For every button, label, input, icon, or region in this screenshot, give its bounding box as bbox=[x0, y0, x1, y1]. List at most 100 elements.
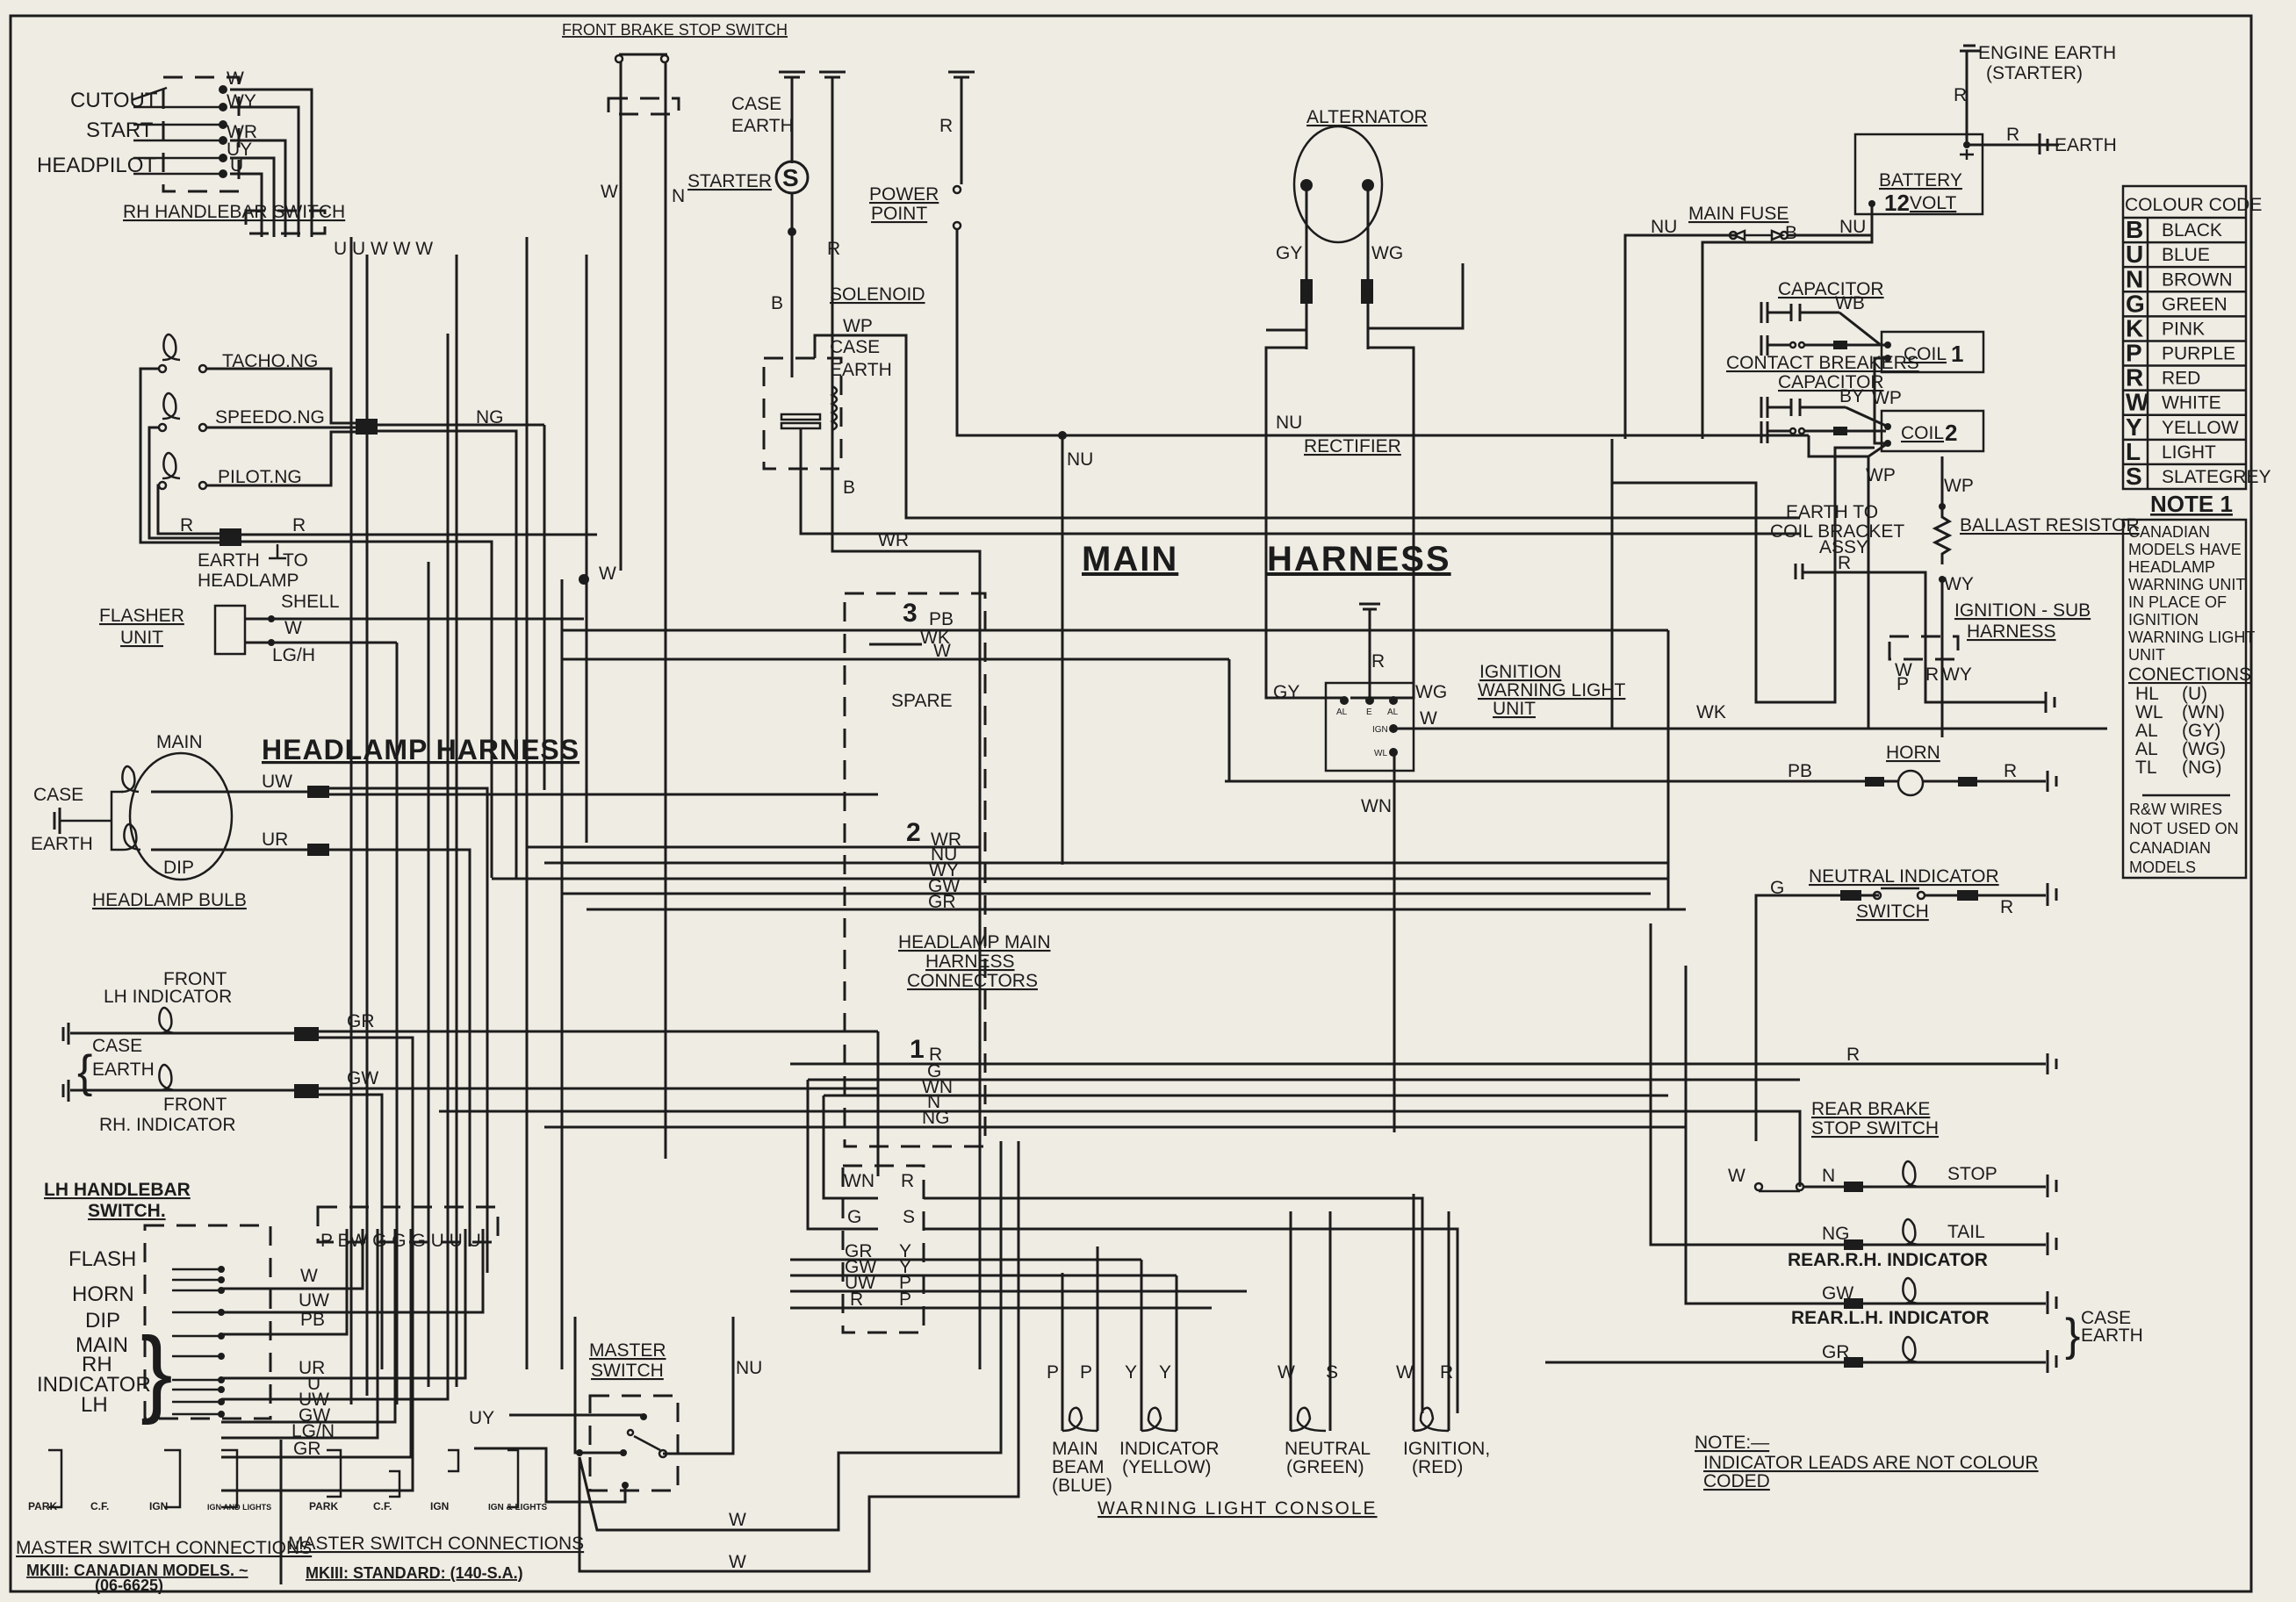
coil-bracket-label-2: COIL BRACKET bbox=[1770, 521, 1904, 542]
ballast-label: BALLAST RESISTOR bbox=[1960, 515, 2140, 535]
lh-wire-uw1: UW bbox=[299, 1290, 329, 1311]
wire-nu-main: NU bbox=[1067, 449, 1093, 470]
front-earth-2: EARTH bbox=[92, 1060, 155, 1080]
coil-2-label: COIL bbox=[1901, 423, 1944, 443]
speedo-wire-ng: NG bbox=[476, 407, 504, 427]
horn-wire-pb: PB bbox=[1788, 761, 1812, 781]
solenoid-wire-wp: WP bbox=[843, 316, 873, 336]
iwl-wire-r: R bbox=[1371, 651, 1385, 672]
colour-code-letter: U bbox=[2126, 241, 2143, 268]
harness-title: HARNESS bbox=[1267, 540, 1451, 578]
starter-earth-label: CASE bbox=[731, 94, 781, 114]
lh-brace: } bbox=[140, 1318, 173, 1426]
starter-motor: CASE EARTH S STARTER B R bbox=[687, 70, 846, 465]
master-wire-w1: W bbox=[729, 1510, 746, 1530]
cc-right-5: P bbox=[899, 1273, 911, 1293]
msc-standard-title: MASTER SWITCH CONNECTIONS bbox=[288, 1534, 584, 1554]
coil-1-number: 1 bbox=[1951, 341, 1963, 367]
lh-stack-gr: GR bbox=[293, 1439, 321, 1459]
colour-code-letter: S bbox=[2126, 463, 2142, 490]
starter-label: STARTER bbox=[687, 171, 772, 191]
connector-1-wire-1: R bbox=[929, 1045, 942, 1065]
colour-code-name: SLATEGREY bbox=[2162, 467, 2271, 487]
rear-lh-label: REAR.L.H. INDICATOR bbox=[1791, 1308, 1990, 1328]
ign-sub-wire-wp-2: P bbox=[1897, 674, 1909, 694]
note-1-line: WARNING UNIT bbox=[2128, 576, 2245, 593]
lh-pos-indicator: INDICATOR bbox=[37, 1373, 151, 1397]
lamp-main-wire-2: P bbox=[1080, 1362, 1092, 1383]
connector-1-wire-2: G bbox=[927, 1061, 941, 1081]
connector-3-number: 3 bbox=[903, 599, 918, 628]
msc-canadian-diagrams: PARK C.F. IGN IGN AND LIGHTS bbox=[28, 1500, 271, 1512]
solenoid-wire-b: B bbox=[843, 478, 855, 498]
cc-right-1: R bbox=[901, 1171, 914, 1191]
headlamp-earth-2: EARTH bbox=[31, 834, 93, 854]
hm-connectors-label-1: HEADLAMP MAIN bbox=[898, 932, 1051, 952]
note-1-conn-term: WL bbox=[2135, 702, 2163, 722]
lamp-neutral: W S NEUTRAL (GREEN) bbox=[1278, 1211, 1371, 1477]
msc-s-cf: C.F. bbox=[373, 1500, 392, 1512]
colour-code-name: PINK bbox=[2162, 319, 2205, 339]
master-wire-w2: W bbox=[729, 1552, 746, 1572]
msc-standard-subtitle: MKIII: STANDARD: (140-S.A.) bbox=[306, 1564, 523, 1582]
lamp-ind-wire-1: Y bbox=[1125, 1362, 1137, 1383]
capacitor-1-wire: WB bbox=[1835, 293, 1865, 313]
msc-c-ign: IGN bbox=[149, 1500, 168, 1512]
cc-right-2: S bbox=[903, 1207, 915, 1227]
colour-code-title: COLOUR CODE bbox=[2125, 195, 2262, 215]
battery-wire-b: B bbox=[1785, 223, 1797, 243]
coil-2-wire: WP bbox=[1866, 465, 1896, 485]
rear-lh-indicator: REAR.L.H. INDICATOR GR } CASE EARTH bbox=[1545, 1308, 2143, 1373]
front-rh-wire: GW bbox=[347, 1068, 378, 1088]
coil-bracket-label-3: ASSY bbox=[1819, 537, 1868, 557]
iwl-label-1: IGNITION bbox=[1479, 662, 1561, 682]
cc-right-3: Y bbox=[899, 1241, 911, 1261]
connector-1-wire-4: N bbox=[927, 1092, 940, 1112]
wire-wk: WK bbox=[1696, 702, 1726, 722]
flasher-label-2: UNIT bbox=[120, 628, 163, 648]
msc-s-park: PARK bbox=[309, 1500, 338, 1512]
power-point-label: POWER bbox=[869, 184, 939, 205]
note-bottom-line-1: INDICATOR LEADS ARE NOT COLOUR bbox=[1703, 1453, 2039, 1473]
battery-voltage: 12 bbox=[1884, 190, 1910, 216]
colour-code-letter: L bbox=[2126, 438, 2141, 465]
ign-sub-wire-wp: W bbox=[1895, 660, 1912, 680]
flasher-wire-lgh: LG/H bbox=[272, 645, 315, 665]
note-1-footer-line: R&W WIRES bbox=[2129, 801, 2222, 818]
master-switch: MASTER SWITCH W W UY NU bbox=[469, 1141, 1020, 1573]
stop-label: STOP bbox=[1947, 1164, 1997, 1184]
iwl-term-ign: IGN bbox=[1372, 725, 1388, 735]
msc-canadian-title: MASTER SWITCH CONNECTIONS bbox=[16, 1538, 312, 1558]
rh-pos-cutout: CUTOUT bbox=[70, 89, 158, 112]
headlamp-dip: DIP bbox=[163, 858, 194, 878]
colour-code-letter: P bbox=[2126, 340, 2142, 367]
ignition-circuit: CAPACITOR WB CONTACT BREAKERS CAPACITOR … bbox=[1610, 279, 1985, 729]
ign-sub-label-2: HARNESS bbox=[1967, 621, 2056, 642]
engine-earth-label-2: (STARTER) bbox=[1986, 63, 2083, 83]
rh-wire-u: U bbox=[230, 155, 243, 176]
power-point: R POWER POINT NU bbox=[869, 70, 1809, 865]
colour-code-letter: K bbox=[2126, 314, 2143, 341]
lh-handlebar-label-2: SWITCH. bbox=[88, 1201, 166, 1221]
coil-bracket-wire: R bbox=[1838, 553, 1851, 573]
ballast-resistor: WP BALLAST RESISTOR WY bbox=[1932, 456, 2140, 737]
connector-2-wire-4: GW bbox=[928, 876, 960, 896]
rh-conn-wires: U U W W W bbox=[334, 239, 433, 259]
earth-shell-label-2: HEADLAMP bbox=[198, 571, 299, 591]
stop-lamp: STOP bbox=[1803, 1160, 2058, 1197]
lamp-main-label-2: BEAM bbox=[1052, 1457, 1105, 1477]
lamp-main-beam: P P MAIN BEAM (BLUE) bbox=[1047, 1246, 1112, 1496]
headlamp-bulb-label: HEADLAMP BULB bbox=[92, 890, 247, 910]
front-lh-label-1: FRONT bbox=[163, 969, 227, 989]
note-1-footer-line: CANADIAN bbox=[2129, 839, 2211, 857]
warning-light-console: P P MAIN BEAM (BLUE) Y Y INDICATOR (YELL… bbox=[1047, 1194, 1490, 1519]
note-bottom: NOTE:— INDICATOR LEADS ARE NOT COLOUR CO… bbox=[1695, 1433, 2039, 1491]
earth-shell-wire-r-1: R bbox=[180, 515, 193, 535]
rectifier: NU RECTIFIER bbox=[1276, 413, 1401, 456]
main-title: MAIN bbox=[1082, 540, 1178, 578]
headlamp-main: MAIN bbox=[156, 732, 203, 752]
lh-stack-uw: UW bbox=[299, 1390, 329, 1410]
earth-shell-label-1b: TO bbox=[283, 550, 308, 571]
note-1-conn-term: AL bbox=[2135, 739, 2158, 759]
